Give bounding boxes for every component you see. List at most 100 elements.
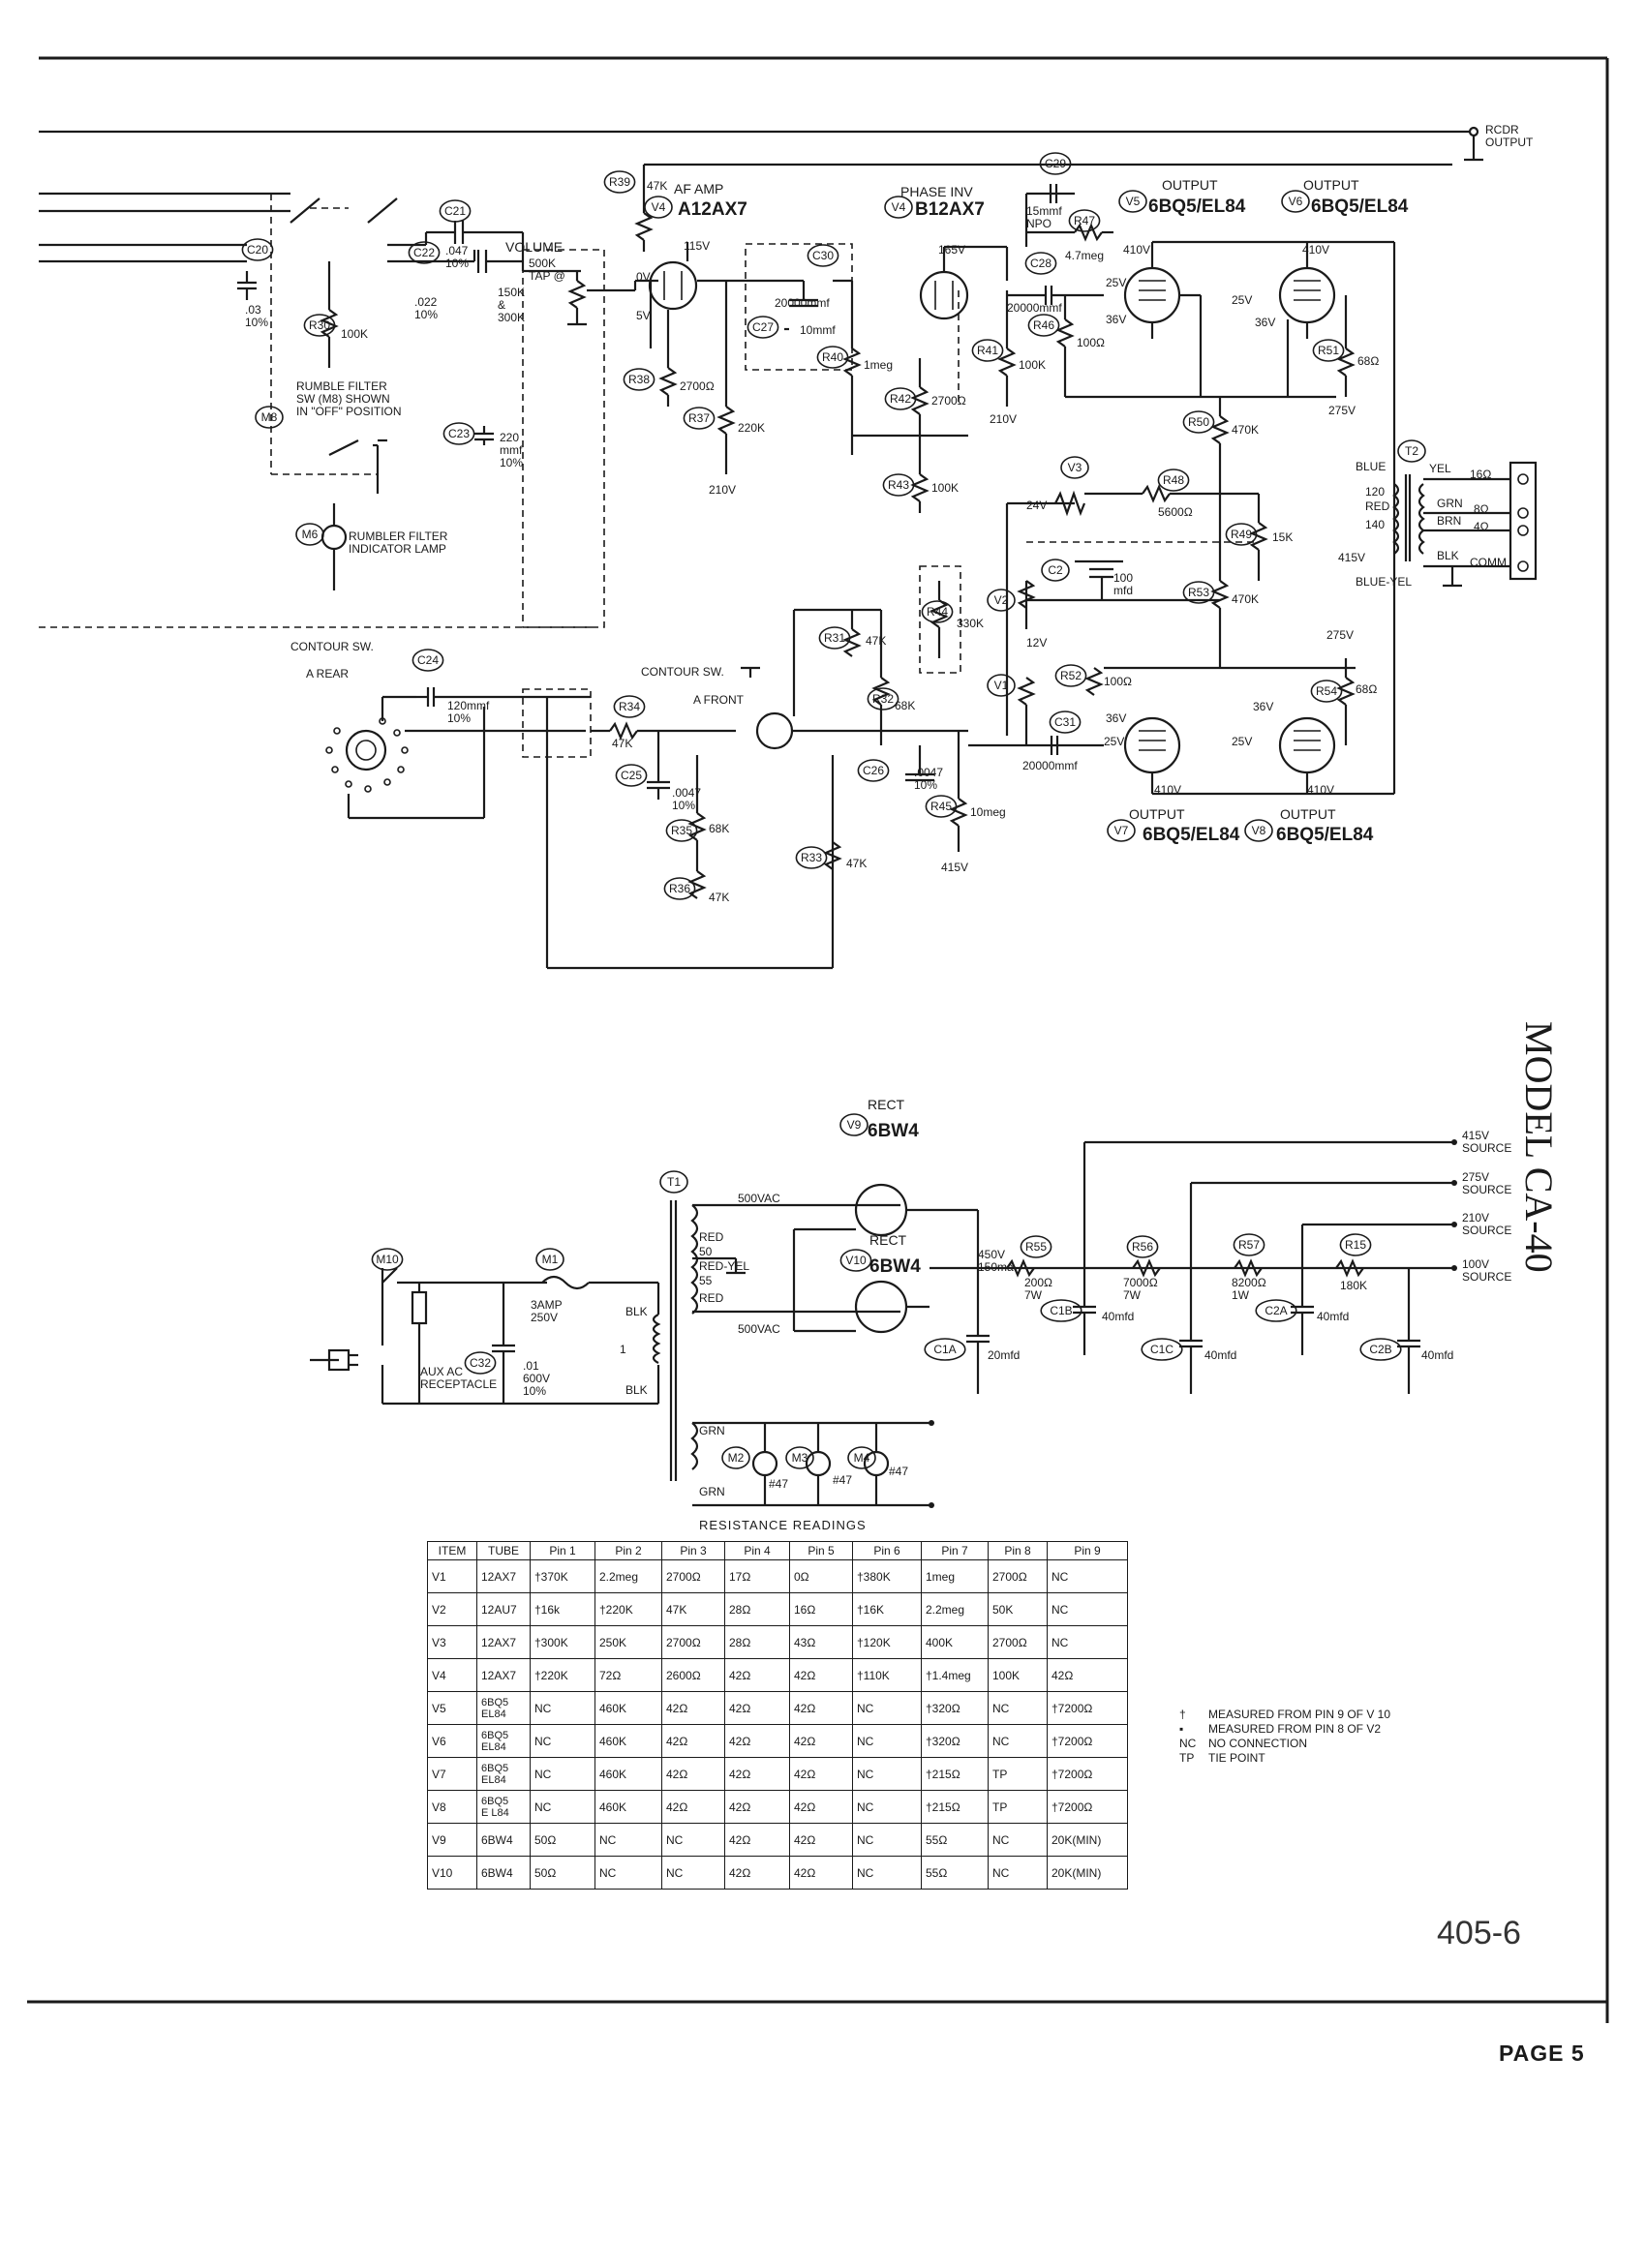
legend-item: †MEASURED FROM PIN 9 OF V 10 [1179, 1708, 1390, 1722]
label-t1-55: 55 [699, 1274, 713, 1287]
table-cell: †16K [852, 1592, 922, 1626]
table-cell: V4 [427, 1658, 477, 1692]
c24-ref: C24 [417, 653, 439, 667]
r37-ref-circle [683, 407, 716, 430]
v7-ref: V7 [1114, 824, 1129, 837]
legend-symbol: NC [1179, 1737, 1197, 1750]
v4-ref: V4 [652, 200, 666, 214]
table-cell: 43Ω [789, 1625, 853, 1659]
r46-value: 100Ω [1077, 336, 1105, 349]
c2b-value: 40mfd [1421, 1348, 1453, 1362]
r40-ref: R40 [822, 350, 843, 364]
table-cell: †215Ω [921, 1757, 989, 1791]
voltage-v36d: 36V [1253, 700, 1273, 713]
table-cell: 460K [594, 1757, 662, 1791]
label-t1-grn2: GRN [699, 1485, 725, 1498]
voltage-v410b: 410V [1302, 243, 1329, 257]
voltage-v275a: 275V [1328, 404, 1356, 417]
r32-ref-circle [867, 687, 899, 711]
r53-value: 470K [1232, 592, 1259, 606]
table-cell: 42Ω [724, 1724, 790, 1758]
table-cell: NC [852, 1724, 922, 1758]
table-cell: V2 [427, 1592, 477, 1626]
table-cell: 42Ω [789, 1658, 853, 1692]
table-cell: NC [530, 1724, 595, 1758]
table-cell: NC [661, 1856, 725, 1890]
r30-ref: R30 [309, 318, 330, 332]
label-contour-sw-front: CONTOUR SW. [641, 665, 724, 679]
output-top-stage [1123, 240, 1396, 581]
v4a-stage [634, 163, 1452, 513]
label-t1-blk1: BLK [625, 1305, 648, 1318]
r49-value: 15K [1272, 530, 1293, 544]
voltage-v12: 12V [1026, 636, 1047, 650]
table-cell: 42Ω [789, 1856, 853, 1890]
legend-text: NO CONNECTION [1208, 1737, 1307, 1750]
input-section [39, 126, 1483, 628]
label-contour-front: A FRONT [693, 693, 745, 707]
table-cell: NC [988, 1724, 1048, 1758]
table-cell: NC [594, 1856, 662, 1890]
table-cell: 50Ω [530, 1856, 595, 1890]
v7-function: OUTPUT [1129, 806, 1185, 822]
label-t1-500vac-top: 500VAC [738, 1192, 780, 1205]
label-vol-150k: 150K&300K [498, 286, 525, 324]
c24-ref-circle [412, 649, 444, 672]
label-t2-red: RED [1365, 499, 1390, 513]
table-cell: †220K [530, 1658, 595, 1692]
r50-ref-circle [1182, 410, 1215, 434]
r50-value: 470K [1232, 423, 1259, 437]
c2a-ref: C2A [1265, 1304, 1287, 1317]
table-cell: 28Ω [724, 1625, 790, 1659]
r41-value: 100K [1019, 358, 1046, 372]
r38-ref: R38 [628, 373, 650, 386]
column-header: Pin 3 [661, 1541, 725, 1560]
v8-tube-type: 6BQ5/EL84 [1276, 825, 1374, 845]
m10-ref-circle [371, 1248, 404, 1271]
v1-ref-circle [987, 674, 1016, 697]
r35-ref: R35 [671, 824, 692, 837]
voltage-v25a: 25V [1106, 276, 1126, 289]
c1c-ref-circle [1141, 1338, 1183, 1361]
voltage-v410d: 410V [1307, 783, 1334, 797]
voltage-v415: 415V [941, 861, 968, 874]
m8-ref: M8 [261, 410, 278, 424]
m8-ref-circle [255, 406, 284, 429]
table-cell: NC [988, 1856, 1048, 1890]
r52-value: 100Ω [1104, 675, 1132, 688]
label-t2-120: 120 [1365, 485, 1385, 499]
r53-ref-circle [1182, 581, 1215, 604]
table-cell: 460K [594, 1724, 662, 1758]
table-cell: 47K [661, 1592, 725, 1626]
table-cell: †370K [530, 1559, 595, 1593]
r37-ref: R37 [688, 411, 710, 425]
c23-ref: C23 [448, 427, 470, 440]
voltage-v5: 5V [636, 309, 651, 322]
r34-value: 47K [612, 737, 632, 750]
r47-ref-circle [1068, 209, 1101, 232]
m1-ref-circle [535, 1248, 564, 1271]
r36-ref: R36 [669, 882, 690, 895]
table-cell: 12AX7 [476, 1625, 531, 1659]
m4-value: #47 [889, 1465, 908, 1478]
c1a-ref-circle [924, 1338, 966, 1361]
table-cell: 2.2meg [921, 1592, 989, 1626]
c2b-ref-circle [1359, 1338, 1402, 1361]
table-cell: V7 [427, 1757, 477, 1791]
r46-ref: R46 [1033, 318, 1054, 332]
table-cell: 42Ω [724, 1658, 790, 1692]
v4b-tube-type: B12AX7 [915, 199, 985, 220]
r50-ref: R50 [1188, 415, 1209, 429]
output-transformer [1392, 461, 1538, 588]
r49-ref-circle [1225, 523, 1258, 546]
r34-ref: R34 [619, 700, 640, 713]
table-cell: NC [530, 1790, 595, 1824]
label-t1-redyel: RED-YEL [699, 1259, 749, 1273]
feedback-stage [919, 484, 1268, 745]
m4-ref: M4 [854, 1451, 870, 1465]
